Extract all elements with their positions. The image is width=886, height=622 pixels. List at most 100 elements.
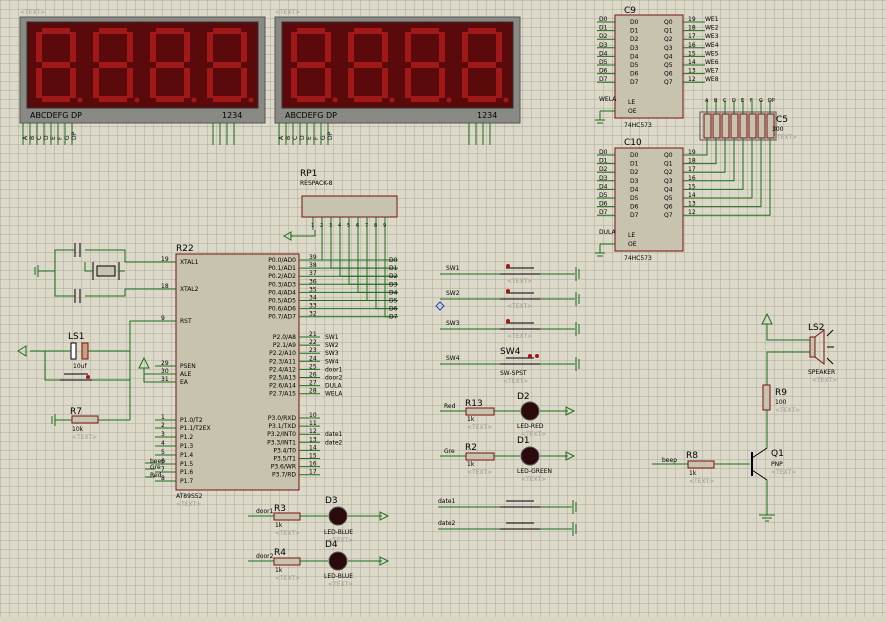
- mcu-right-net-25: door1: [325, 366, 343, 373]
- display2-segments-label: ABCDEFG DP: [285, 111, 337, 120]
- c9-in-net-5: D5: [599, 59, 608, 66]
- display1-digit-2-dp: [134, 97, 140, 103]
- mcu-left-name-3: P1.2: [180, 434, 193, 441]
- c5-net-6: [705, 138, 762, 208]
- c9-out-label-1: Q1: [664, 28, 673, 35]
- display1-digit-4-seg-4: [207, 68, 213, 98]
- c10-ref: C10: [624, 138, 642, 148]
- mcu-right-name-13: P3.3/INT1: [267, 439, 296, 446]
- display1-pin-label-F: F: [57, 136, 64, 140]
- r3-ref: R3: [274, 504, 286, 514]
- d3-ref: D3: [325, 496, 338, 506]
- display1-pin-label-B: B: [29, 136, 36, 140]
- display1-digit-1-seg-5: [36, 32, 42, 62]
- c9-in-net-4: D4: [599, 50, 608, 57]
- c10-in-label-6: D6: [630, 204, 639, 211]
- mcu-left-pin-5: 5: [161, 449, 165, 456]
- c9-out-pin-7: 12: [688, 76, 696, 83]
- c10-in-label-0: D0: [630, 152, 639, 159]
- display2-digit-2-seg-5: [348, 32, 354, 62]
- display1-digit-3-seg-0: [156, 28, 184, 34]
- c10-out-pin-0: 19: [688, 149, 696, 156]
- mcu-right-name-21: P2.0/A8: [273, 334, 296, 341]
- display2-digits-label: 1234: [477, 111, 497, 120]
- mcu-left-pin-29: 29: [161, 360, 169, 367]
- c9-out-pin-2: 17: [688, 33, 696, 40]
- mcu-right-name-12: P3.2/INT0: [267, 431, 296, 438]
- c5-element-6: [757, 113, 766, 139]
- c10-in-label-2: D2: [630, 169, 639, 176]
- mcu-left-pin-19: 19: [161, 256, 169, 263]
- display2-digit-2-seg-6: [354, 62, 382, 68]
- oscillator-circuit[interactable]: [34, 243, 155, 303]
- mcu-right-pin-21: 21: [309, 331, 317, 338]
- sw-text-tag-2: <TEXT>: [507, 303, 532, 310]
- door1-led-circuit[interactable]: door1 R3 1k <TEXT> D3 LED-BLUE <TEXT>: [248, 496, 390, 544]
- green-led-circuit[interactable]: Gre R2 1k <TEXT> D1 LED-GREEN <TEXT>: [440, 436, 576, 483]
- c9-out-label-0: Q0: [664, 19, 673, 26]
- mcu-right-pin-27: 27: [309, 380, 317, 387]
- c9-out-net-3: WE4: [705, 42, 719, 49]
- c10-out-label-3: Q3: [664, 178, 673, 185]
- mcu-p1-net-1: Gre: [150, 464, 161, 471]
- rp1-pin-5: 6: [356, 223, 359, 229]
- mcu-right-net-28: WELA: [325, 391, 343, 398]
- mcu-right-name-25: P2.4/A12: [269, 366, 296, 373]
- sw-text-tag-3: <TEXT>: [507, 333, 532, 340]
- r2-ref: R2: [465, 443, 477, 453]
- c10-out-pin-5: 14: [688, 192, 696, 199]
- c5-net-5: [705, 138, 753, 199]
- rp1-net-1: [330, 230, 398, 269]
- r4-value: 1k: [275, 567, 283, 574]
- c5-pin-1: B: [714, 98, 718, 104]
- mcu-left-name-19: XTAL1: [180, 259, 199, 266]
- display2-digit-3-seg-0: [411, 28, 439, 34]
- mcu-right-net-12: date1: [325, 431, 343, 438]
- c9-in-label-5: D5: [630, 62, 639, 69]
- mcu-right-net-26: door2: [325, 375, 343, 382]
- mcu-left-name-5: P1.4: [180, 452, 193, 459]
- c9-out-label-3: Q3: [664, 45, 673, 52]
- mcu-left-name-4: P1.3: [180, 443, 193, 450]
- q1-text-tag: <TEXT>: [771, 469, 796, 476]
- d4-text-tag: <TEXT>: [328, 581, 353, 588]
- display1-digit-1-seg-3: [42, 96, 70, 102]
- red-led-circuit[interactable]: Red R13 1k <TEXT> D2 LED-RED <TEXT>: [440, 392, 576, 438]
- c10-out-label-6: Q6: [664, 204, 673, 211]
- rp1-pin-7: 8: [374, 223, 377, 229]
- r4-body: [273, 557, 301, 566]
- display1-digit-2-seg-1: [127, 32, 133, 62]
- display1-digit-4-dp: [248, 97, 254, 103]
- mcu-right-net-22: SW2: [325, 342, 339, 349]
- speaker-body: [809, 336, 816, 358]
- c9-out-net-6: WE7: [705, 68, 719, 75]
- c5-pin-3: D: [732, 98, 736, 104]
- switch-group[interactable]: SW1<TEXT>SW2<TEXT>SW3<TEXT>SW4: [440, 264, 580, 371]
- door2-led-circuit[interactable]: door2 R4 1k <TEXT> D4 LED-BLUE <TEXT>: [248, 540, 390, 588]
- c10-le-net: DULA: [599, 229, 616, 236]
- mcu-right-pin-12: 12: [309, 428, 317, 435]
- c9-le: LE: [628, 99, 635, 106]
- c9-out-label-2: Q2: [664, 36, 673, 43]
- buzzer-circuit[interactable]: LS2 SPEAKER <TEXT> R9 100 <TEXT> beep R8…: [652, 312, 837, 522]
- c10-in-net-2: D2: [599, 166, 608, 173]
- r9-body: [762, 384, 771, 411]
- c10-in-label-4: D4: [630, 186, 639, 193]
- reset-circuit[interactable]: LS1 10uf R7 10k <TEXT>: [17, 320, 155, 441]
- display2-digit-1-seg-3: [297, 96, 325, 102]
- display1-digit-2-seg-3: [99, 96, 127, 102]
